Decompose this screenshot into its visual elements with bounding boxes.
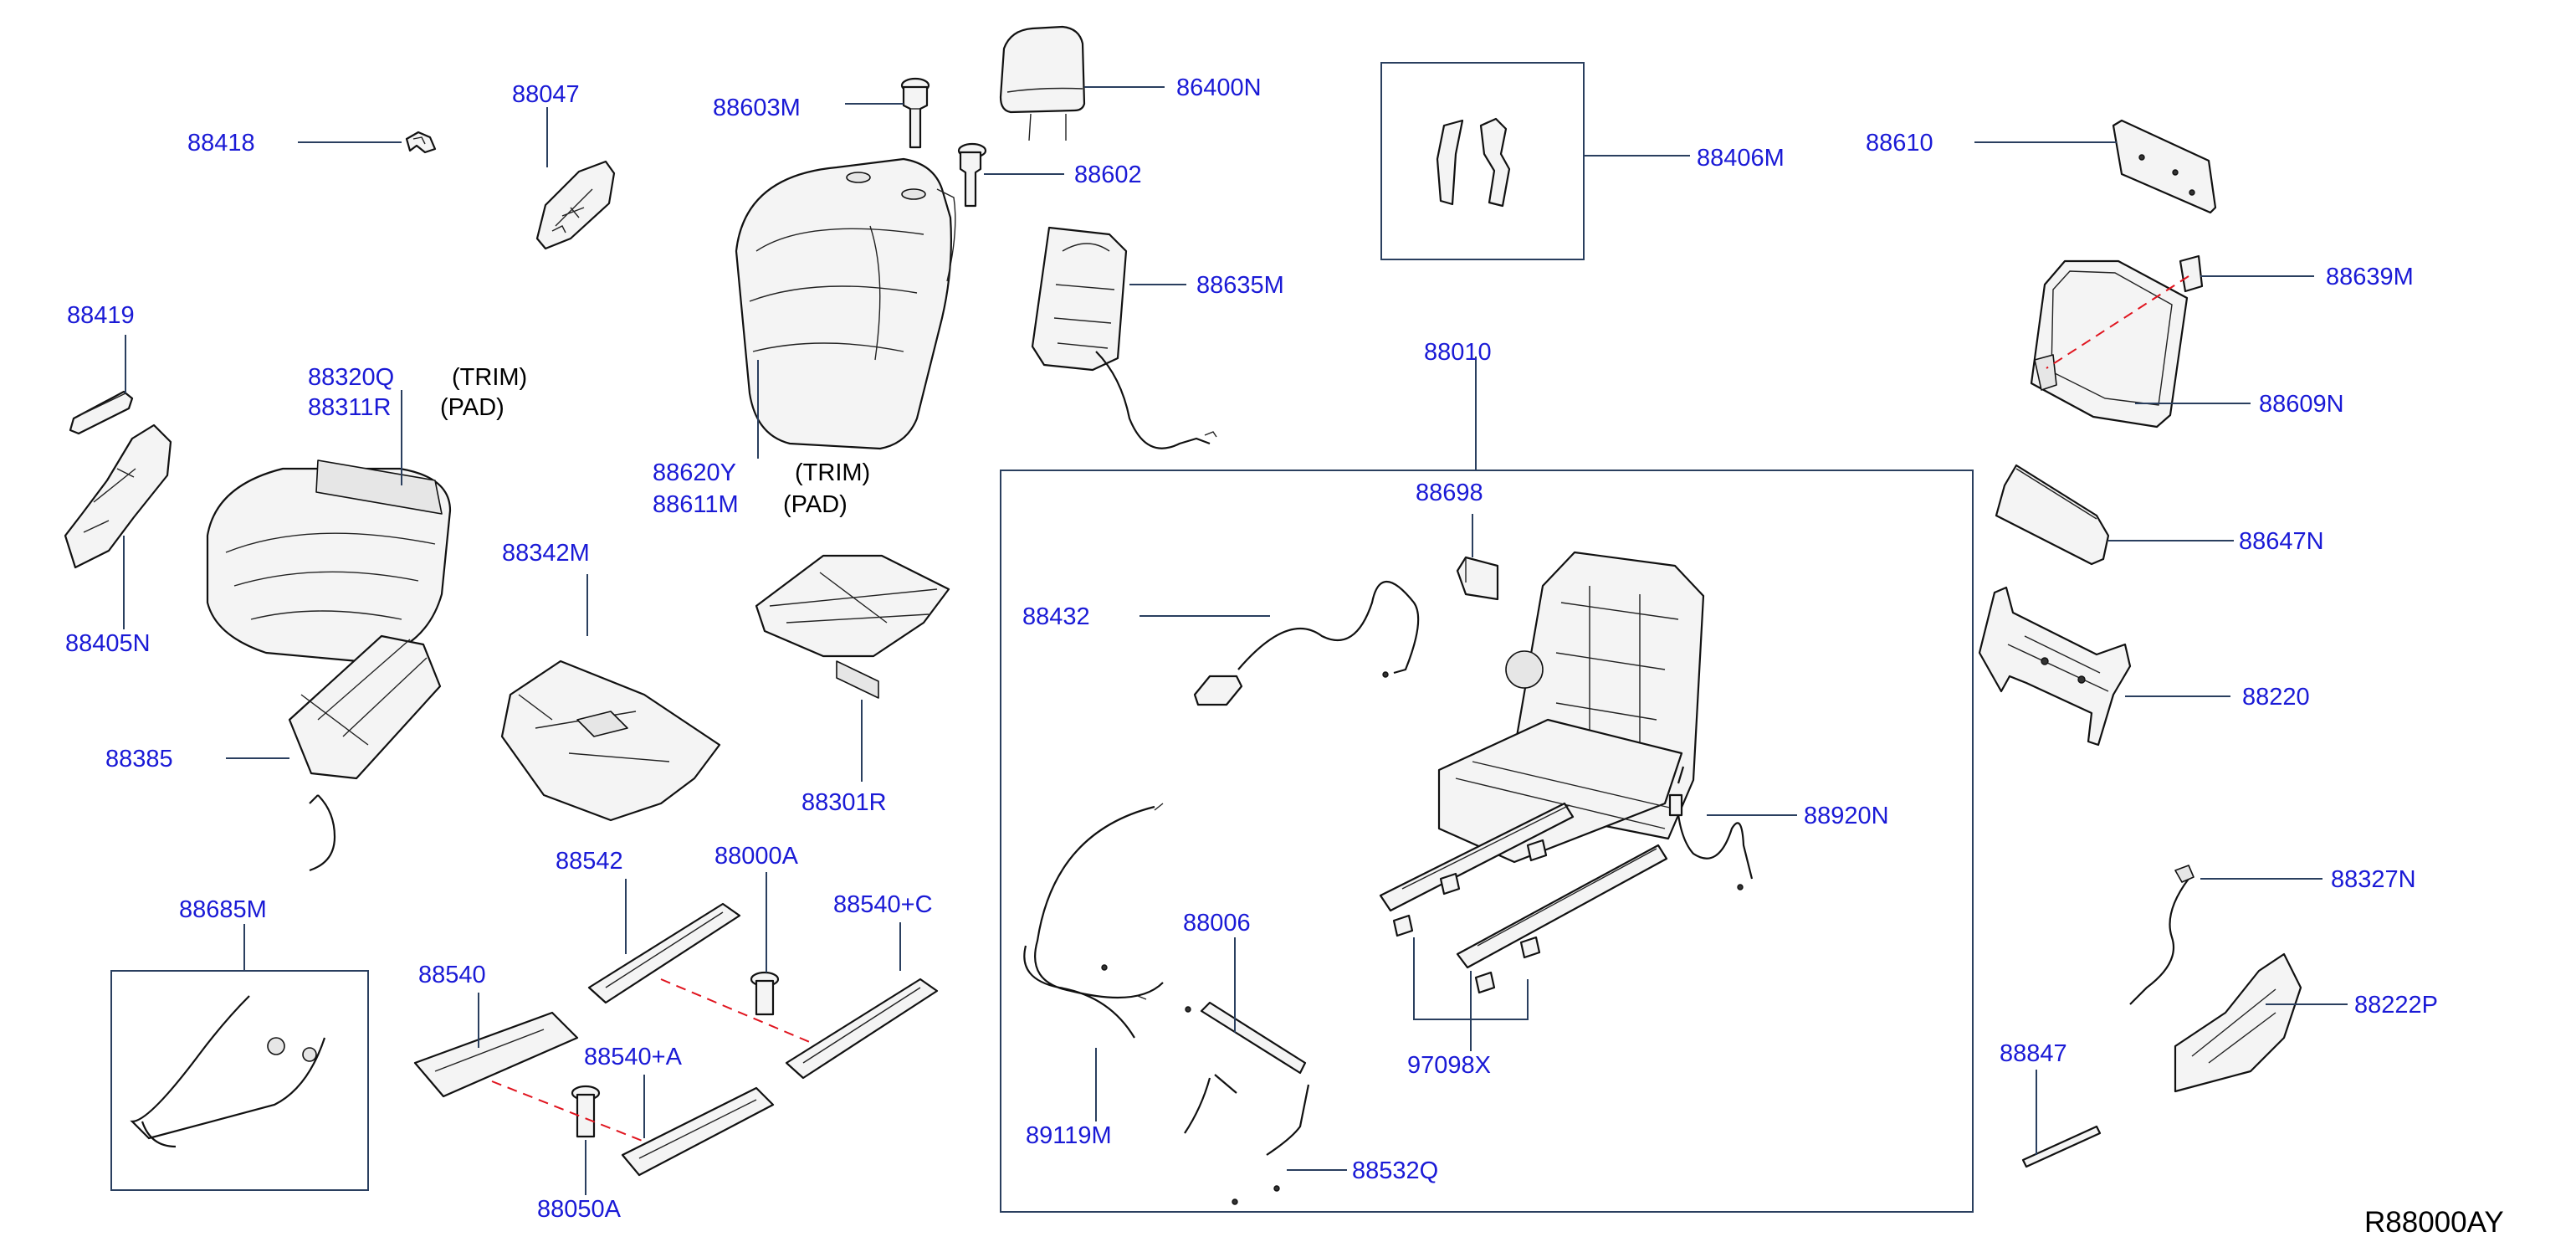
label-88006: 88006 bbox=[1183, 910, 1251, 937]
label-88611m: 88611M bbox=[653, 491, 739, 518]
label-88047: 88047 bbox=[512, 81, 580, 108]
part-88432-drawing bbox=[1193, 580, 1420, 706]
label-88611m-pad: (PAD) bbox=[783, 491, 848, 518]
part-88050a-drawing bbox=[571, 1085, 601, 1138]
part-88602-drawing bbox=[957, 142, 987, 208]
label-88342m: 88342M bbox=[502, 540, 590, 567]
part-88620y-seatback-drawing bbox=[735, 157, 956, 450]
frame-88406m bbox=[1380, 62, 1585, 260]
part-88847-drawing bbox=[2021, 1125, 2102, 1168]
label-88419: 88419 bbox=[67, 302, 135, 329]
part-88010-seatframe-drawing bbox=[1379, 551, 1705, 969]
part-88419-drawing bbox=[69, 390, 134, 435]
part-88540c-drawing bbox=[785, 978, 939, 1080]
label-88635m: 88635M bbox=[1196, 272, 1284, 299]
part-88920n-drawing bbox=[1668, 766, 1754, 890]
assembly-line-88542 bbox=[660, 978, 812, 1044]
part-88301r-drawing bbox=[755, 554, 950, 699]
label-88540a: 88540+A bbox=[584, 1044, 683, 1070]
label-88405n: 88405N bbox=[65, 630, 151, 657]
part-88405n-drawing bbox=[64, 423, 172, 569]
part-88685m-drawing bbox=[130, 995, 326, 1148]
label-88320q-trim: (TRIM) bbox=[452, 364, 527, 391]
part-97098x-drawing bbox=[1392, 839, 1548, 994]
label-88406m: 88406M bbox=[1697, 145, 1785, 172]
label-88609n: 88609N bbox=[2259, 391, 2344, 418]
label-86400n: 86400N bbox=[1176, 74, 1262, 101]
label-88418: 88418 bbox=[187, 130, 255, 157]
label-88432: 88432 bbox=[1022, 603, 1090, 630]
label-88000a: 88000A bbox=[714, 843, 799, 870]
part-89119m-drawing bbox=[1023, 803, 1191, 1039]
diagram-reference-code: R88000AY bbox=[2364, 1206, 2504, 1239]
frame-88010 bbox=[1000, 470, 1974, 1213]
label-88301r: 88301R bbox=[801, 789, 887, 816]
label-89119m: 89119M bbox=[1026, 1122, 1112, 1149]
label-88532q: 88532Q bbox=[1352, 1157, 1438, 1184]
label-88220: 88220 bbox=[2242, 684, 2310, 711]
label-88311r-pad: (PAD) bbox=[440, 394, 504, 421]
label-88050a: 88050A bbox=[537, 1196, 622, 1223]
part-88342m-drawing bbox=[500, 659, 721, 822]
part-88006-drawing bbox=[1200, 1001, 1307, 1075]
part-88542-drawing bbox=[587, 902, 741, 1004]
label-88620y-trim: (TRIM) bbox=[795, 459, 870, 486]
leader-lines bbox=[123, 86, 2348, 1195]
label-88847: 88847 bbox=[2000, 1040, 2067, 1067]
part-88610-drawing bbox=[2112, 119, 2217, 214]
part-88532q-drawing bbox=[1184, 1074, 1310, 1205]
label-88327n: 88327N bbox=[2331, 866, 2416, 893]
label-88610: 88610 bbox=[1866, 130, 1933, 157]
label-88540: 88540 bbox=[418, 962, 486, 988]
part-86400n-drawing bbox=[999, 25, 1086, 141]
part-88647n-drawing bbox=[1995, 464, 2110, 566]
part-88047-drawing bbox=[535, 160, 616, 250]
label-88602: 88602 bbox=[1074, 162, 1142, 188]
label-88639m: 88639M bbox=[2326, 264, 2414, 290]
part-88220-drawing bbox=[1978, 586, 2132, 747]
label-88320q: 88320Q bbox=[308, 364, 394, 391]
part-88540a-drawing bbox=[621, 1086, 775, 1177]
part-88327n-drawing bbox=[2129, 865, 2194, 1005]
label-88603m: 88603M bbox=[713, 95, 801, 121]
label-88385: 88385 bbox=[105, 746, 173, 772]
part-88320q-cushion-drawing bbox=[206, 459, 452, 663]
label-97098x: 97098X bbox=[1407, 1052, 1491, 1079]
label-88920n: 88920N bbox=[1804, 803, 1889, 829]
label-88540c: 88540+C bbox=[833, 891, 933, 918]
label-88311r: 88311R bbox=[308, 394, 391, 421]
label-88685m: 88685M bbox=[179, 896, 267, 923]
part-88222p-drawing bbox=[2174, 952, 2302, 1093]
part-88698-drawing bbox=[1456, 556, 1499, 601]
label-88620y: 88620Y bbox=[653, 459, 736, 486]
label-88698: 88698 bbox=[1416, 480, 1483, 506]
part-88609n-drawing bbox=[2030, 254, 2204, 429]
part-88418-drawing bbox=[405, 131, 437, 154]
label-88222p: 88222P bbox=[2354, 992, 2438, 1019]
label-88647n: 88647N bbox=[2239, 528, 2324, 555]
part-88635m-drawing bbox=[1031, 226, 1217, 449]
frame-88685m bbox=[110, 970, 369, 1191]
label-88542: 88542 bbox=[556, 848, 623, 875]
part-88406m-drawing bbox=[1436, 117, 1511, 208]
part-88000a-drawing bbox=[750, 971, 780, 1016]
assembly-line-88540 bbox=[491, 1080, 645, 1142]
part-88540-drawing bbox=[413, 1011, 579, 1098]
label-88010: 88010 bbox=[1424, 339, 1492, 366]
part-88603m-drawing bbox=[900, 77, 930, 149]
part-88385-drawing bbox=[288, 634, 442, 872]
